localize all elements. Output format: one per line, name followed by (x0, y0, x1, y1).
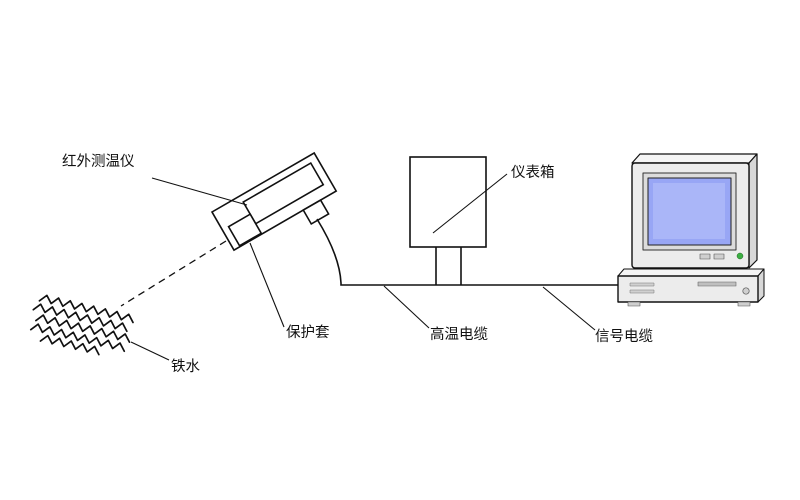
dashed-sight-line (120, 240, 227, 307)
molten-iron-zigzag (38, 294, 134, 324)
molten-iron-zigzag (29, 323, 126, 353)
case-power-button (742, 287, 750, 295)
label-high-temp-cable: 高温电缆 (430, 326, 488, 343)
leader-instrument-box (432, 173, 508, 234)
infrared-thermometer (210, 151, 338, 252)
label-infrared-thermometer: 红外测温仪 (62, 153, 135, 170)
instrument-box-body (409, 156, 487, 248)
instrument-box (409, 156, 487, 285)
computer (617, 153, 765, 307)
molten-iron-zigzag (32, 303, 128, 333)
monitor-screen-highlight (653, 183, 725, 239)
thermometer-cable-connector (302, 199, 330, 226)
label-molten-iron: 铁水 (171, 358, 200, 375)
case-vent (629, 289, 655, 294)
case-foot (737, 301, 751, 307)
label-signal-cable: 信号电缆 (595, 328, 653, 345)
leader-infrared-thermometer (151, 177, 248, 206)
power-led (736, 252, 744, 260)
leader-high-temp-cable (383, 285, 430, 329)
thermometer-lens-block (227, 213, 263, 247)
label-instrument-box: 仪表箱 (511, 164, 555, 181)
case-top-face (617, 268, 765, 277)
molten-iron (29, 294, 134, 356)
monitor-button (699, 253, 711, 260)
molten-iron-zigzag (35, 314, 131, 344)
label-protective-sleeve: 保护套 (286, 324, 330, 341)
monitor-side-face (748, 153, 758, 269)
leader-signal-cable (542, 286, 596, 331)
thermometer-window (242, 161, 325, 225)
molten-iron-zigzag (39, 334, 100, 356)
case-vent (629, 282, 655, 287)
high-temp-cable-line (316, 218, 618, 286)
leader-protective-sleeve (249, 242, 285, 328)
case-foot (627, 301, 641, 307)
leader-molten-iron (130, 341, 170, 361)
floppy-slot (697, 281, 737, 287)
monitor-button (713, 253, 725, 260)
case-front (617, 275, 759, 303)
monitor-top-face (631, 153, 758, 164)
